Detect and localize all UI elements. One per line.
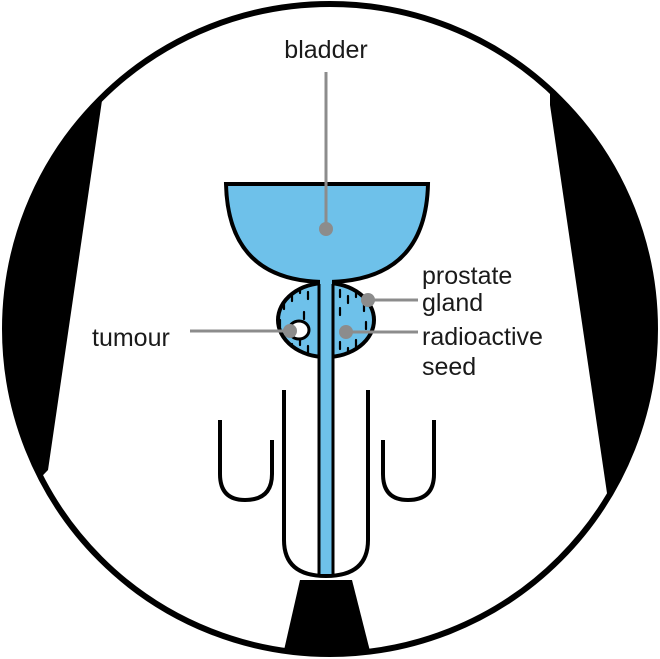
seed-label-line2: seed: [422, 353, 476, 381]
penis-outline: [282, 390, 370, 579]
prostate-label-line1: prostate: [422, 262, 512, 290]
right-leg-outline: [381, 420, 436, 503]
prostate-label-line2: gland: [422, 289, 483, 317]
bottom-wedge: [282, 580, 372, 654]
bladder-leader-dot: [319, 222, 333, 236]
urethra: [320, 266, 332, 574]
seed-label-line1: radioactive: [422, 323, 543, 351]
tumour-leader-dot: [283, 324, 297, 338]
left-leg-outline: [218, 420, 274, 503]
bladder-label: bladder: [284, 36, 367, 64]
prostate-leader-dot: [361, 293, 375, 307]
seed-leader-dot: [339, 325, 353, 339]
tumour-label: tumour: [92, 324, 170, 352]
